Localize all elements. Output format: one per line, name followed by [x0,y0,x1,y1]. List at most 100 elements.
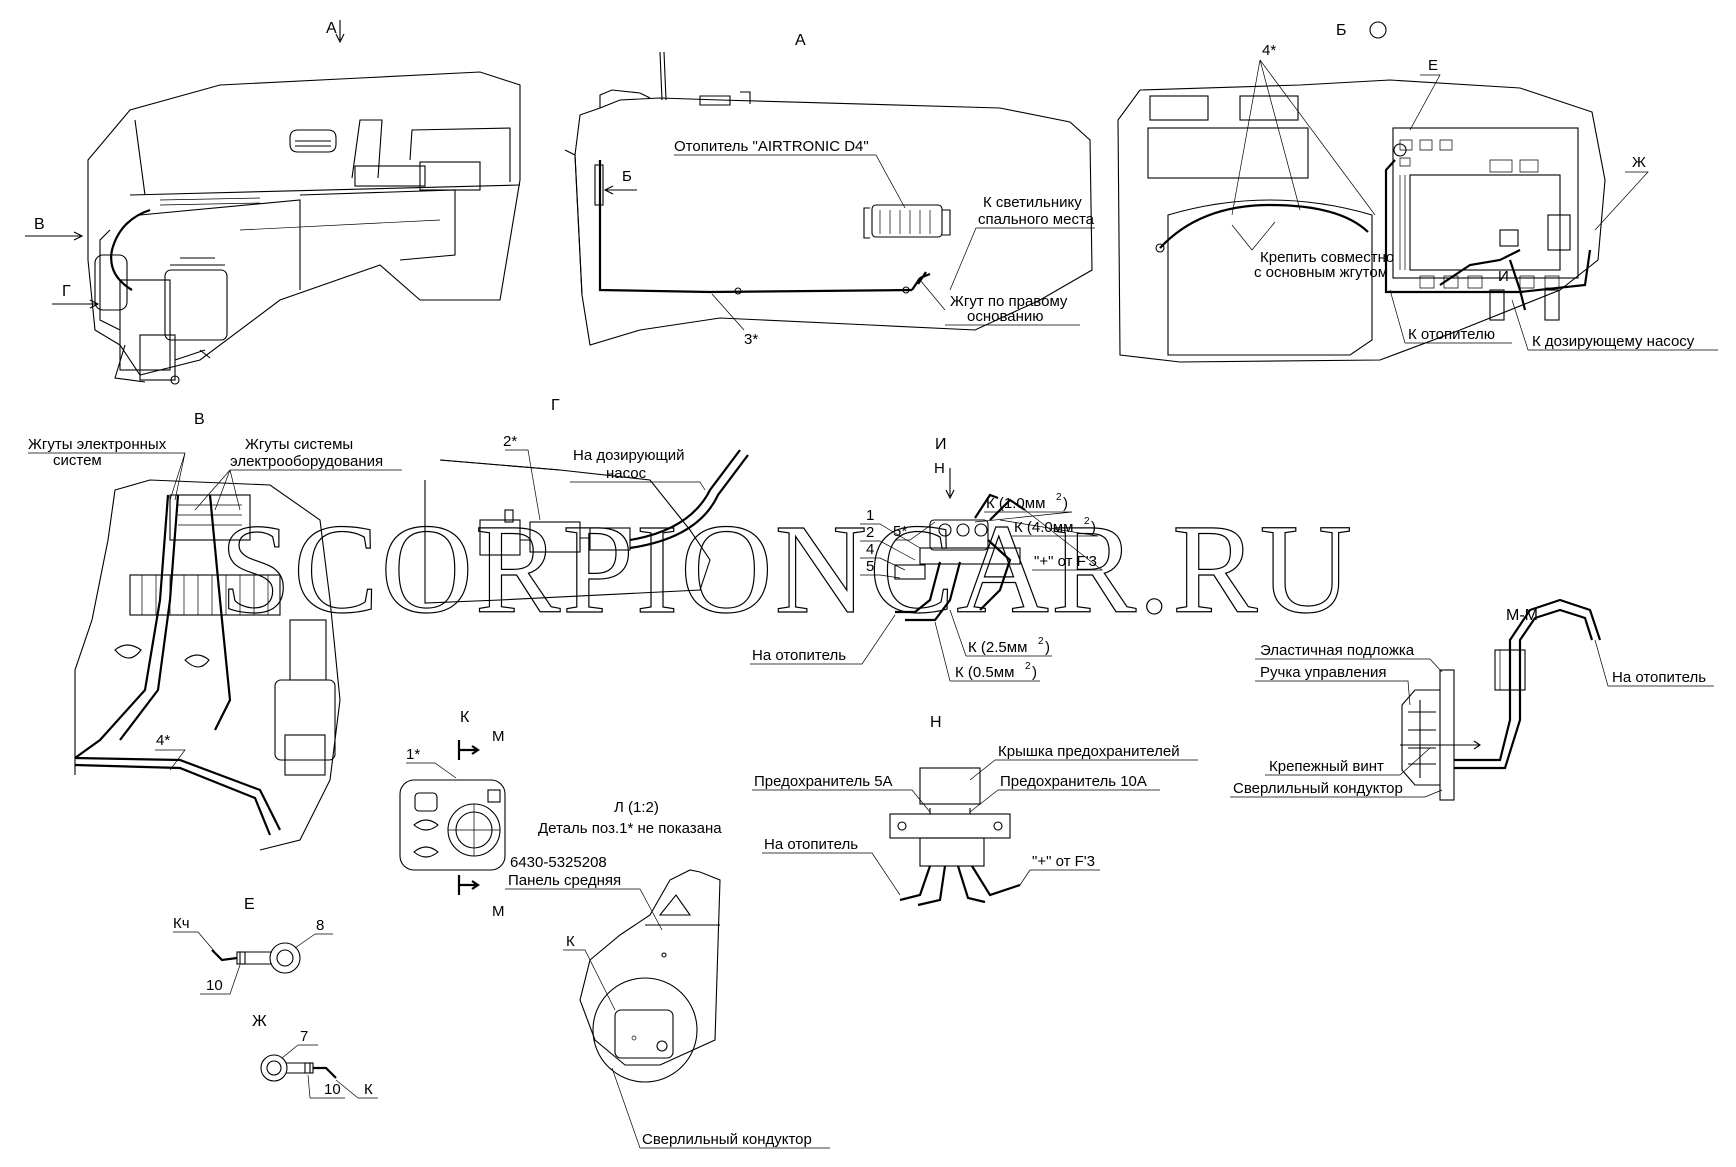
label-zh-k: К [364,1081,373,1098]
label-fix-together-1: Крепить совместно [1260,249,1394,266]
view-b-panel: Б [1117,21,1606,363]
view-e-title: Е [244,896,255,913]
close-2: ) [1091,519,1096,536]
label-to-dosing-pump: К дозирующему насосу [1532,333,1695,350]
view-g: Г [424,397,749,604]
view-k-title: К [460,709,470,726]
label-m-top: М [492,728,505,745]
view-l: Л (1:2) Деталь поз.1* не показана 6430-5… [505,799,830,1149]
label-harness-right-2: основанию [967,308,1044,325]
label-sys-harnesses-1: Жгуты системы [245,436,353,453]
label-panel-middle: Панель средняя [508,872,621,889]
watermark-text: SCORPIONCAR.RU [220,498,1354,640]
view-a-title: А [795,32,806,49]
label-el-harnesses-2: систем [53,452,102,469]
label-to-heater-h: На отопитель [764,836,858,853]
label-k-ref-l: К [566,933,575,950]
sup-3: 2 [1038,636,1044,647]
section-m-m: М-М [1400,598,1602,801]
label-fuse-cover: Крышка предохранителей [998,743,1180,760]
view-i-title: И [935,436,947,453]
label-plus-f3-h: "+" от F'3 [1032,853,1095,870]
label-n4: 4 [866,541,874,558]
label-pos-5: 5* [893,523,907,540]
label-to-heater-mm: На отопитель [1612,669,1706,686]
sup-1: 2 [1056,492,1062,503]
view-zh-title: Ж [252,1013,267,1030]
label-n5: 5 [866,558,874,575]
label-n1: 1 [866,507,874,524]
label-to-pump-2: насос [606,465,647,482]
view-arrow-a-label: А [326,20,337,37]
arrow-h-label: Н [934,460,945,477]
label-kch: Кч [173,915,190,932]
close-3: ) [1045,639,1050,656]
arrow-b-label: Б [622,168,632,185]
label-zh-ref: Ж [1632,154,1646,171]
label-k-25mm: К (2.5мм [968,639,1027,656]
label-to-lamp-2: спального места [978,211,1095,228]
label-mount-screw: Крепежный винт [1269,758,1384,775]
label-drill-jig-mm: Сверлильный кондуктор [1233,780,1403,797]
label-fuse-10a: Предохранитель 10А [1000,773,1147,790]
view-v-title: В [194,411,205,428]
label-e-ref: Е [1428,57,1438,74]
view-e: Е Кч 8 10 [173,896,333,995]
view-h-title: Н [930,714,942,731]
label-fix-together-2: с основным жгутом [1254,264,1388,281]
view-g-title: Г [551,397,560,414]
side-arrow-g [52,299,100,309]
side-arrow-v [25,231,84,241]
rotation-icon [1369,21,1387,39]
close-1: ) [1063,495,1068,512]
label-to-heater-b: К отопителю [1408,326,1495,343]
label-to-heater-i: На отопитель [752,647,846,664]
label-zh-10: 10 [324,1081,341,1098]
label-m-bot: М [492,903,505,920]
label-n2: 2 [866,524,874,541]
label-heater-airtronic: Отопитель "AIRTRONIC D4" [674,138,869,155]
view-l-title: Л (1:2) [614,799,659,816]
label-e-10: 10 [206,977,223,994]
label-pos-3: 3* [744,331,758,348]
label-to-pump-1: На дозирующий [573,447,685,464]
label-k-4mm: К (4.0мм [1014,519,1073,536]
arrow-b [603,185,637,195]
view-i: И Н [894,436,1026,622]
sup-4: 2 [1025,661,1031,672]
label-pos-2: 2* [503,433,517,450]
side-arrow-g-label: Г [62,283,71,300]
label-k-05mm: К (0.5мм [955,664,1014,681]
view-arrow-a [335,20,345,44]
close-4: ) [1032,664,1037,681]
side-arrow-v-label: В [34,216,45,233]
label-detail-not-shown: Деталь поз.1* не показана [538,820,722,837]
label-sys-harnesses-2: электрооборудования [230,453,383,470]
sup-2: 2 [1084,516,1090,527]
label-plus-f3-i: "+" от F'3 [1034,553,1097,570]
label-i-ref: И [1498,268,1509,285]
label-pos-4-v: 4* [156,732,170,749]
label-pos-4-b: 4* [1262,42,1276,59]
label-part-number: 6430-5325208 [510,854,607,871]
label-zh-7: 7 [300,1028,308,1045]
label-harness-right-1: Жгут по правому [950,293,1068,310]
view-v: В [74,411,341,851]
arrow-h [945,468,955,500]
label-elastic-pad: Эластичная подложка [1260,642,1415,659]
view-a: А [564,32,1093,346]
label-to-lamp-1: К светильнику [983,194,1082,211]
view-zh: Ж 7 10 К [252,1013,378,1099]
cab-side-view: А [87,20,521,385]
view-h: Н [889,714,1021,907]
view-k: К М 1* М [399,709,506,920]
label-e-8: 8 [316,917,324,934]
label-pos-1: 1* [406,746,420,763]
label-control-knob: Ручка управления [1260,664,1387,681]
label-drill-jig-l: Сверлильный кондуктор [642,1131,812,1148]
label-fuse-5a: Предохранитель 5А [754,773,893,790]
label-el-harnesses-1: Жгуты электронных [28,436,167,453]
view-b-title: Б [1336,22,1347,39]
